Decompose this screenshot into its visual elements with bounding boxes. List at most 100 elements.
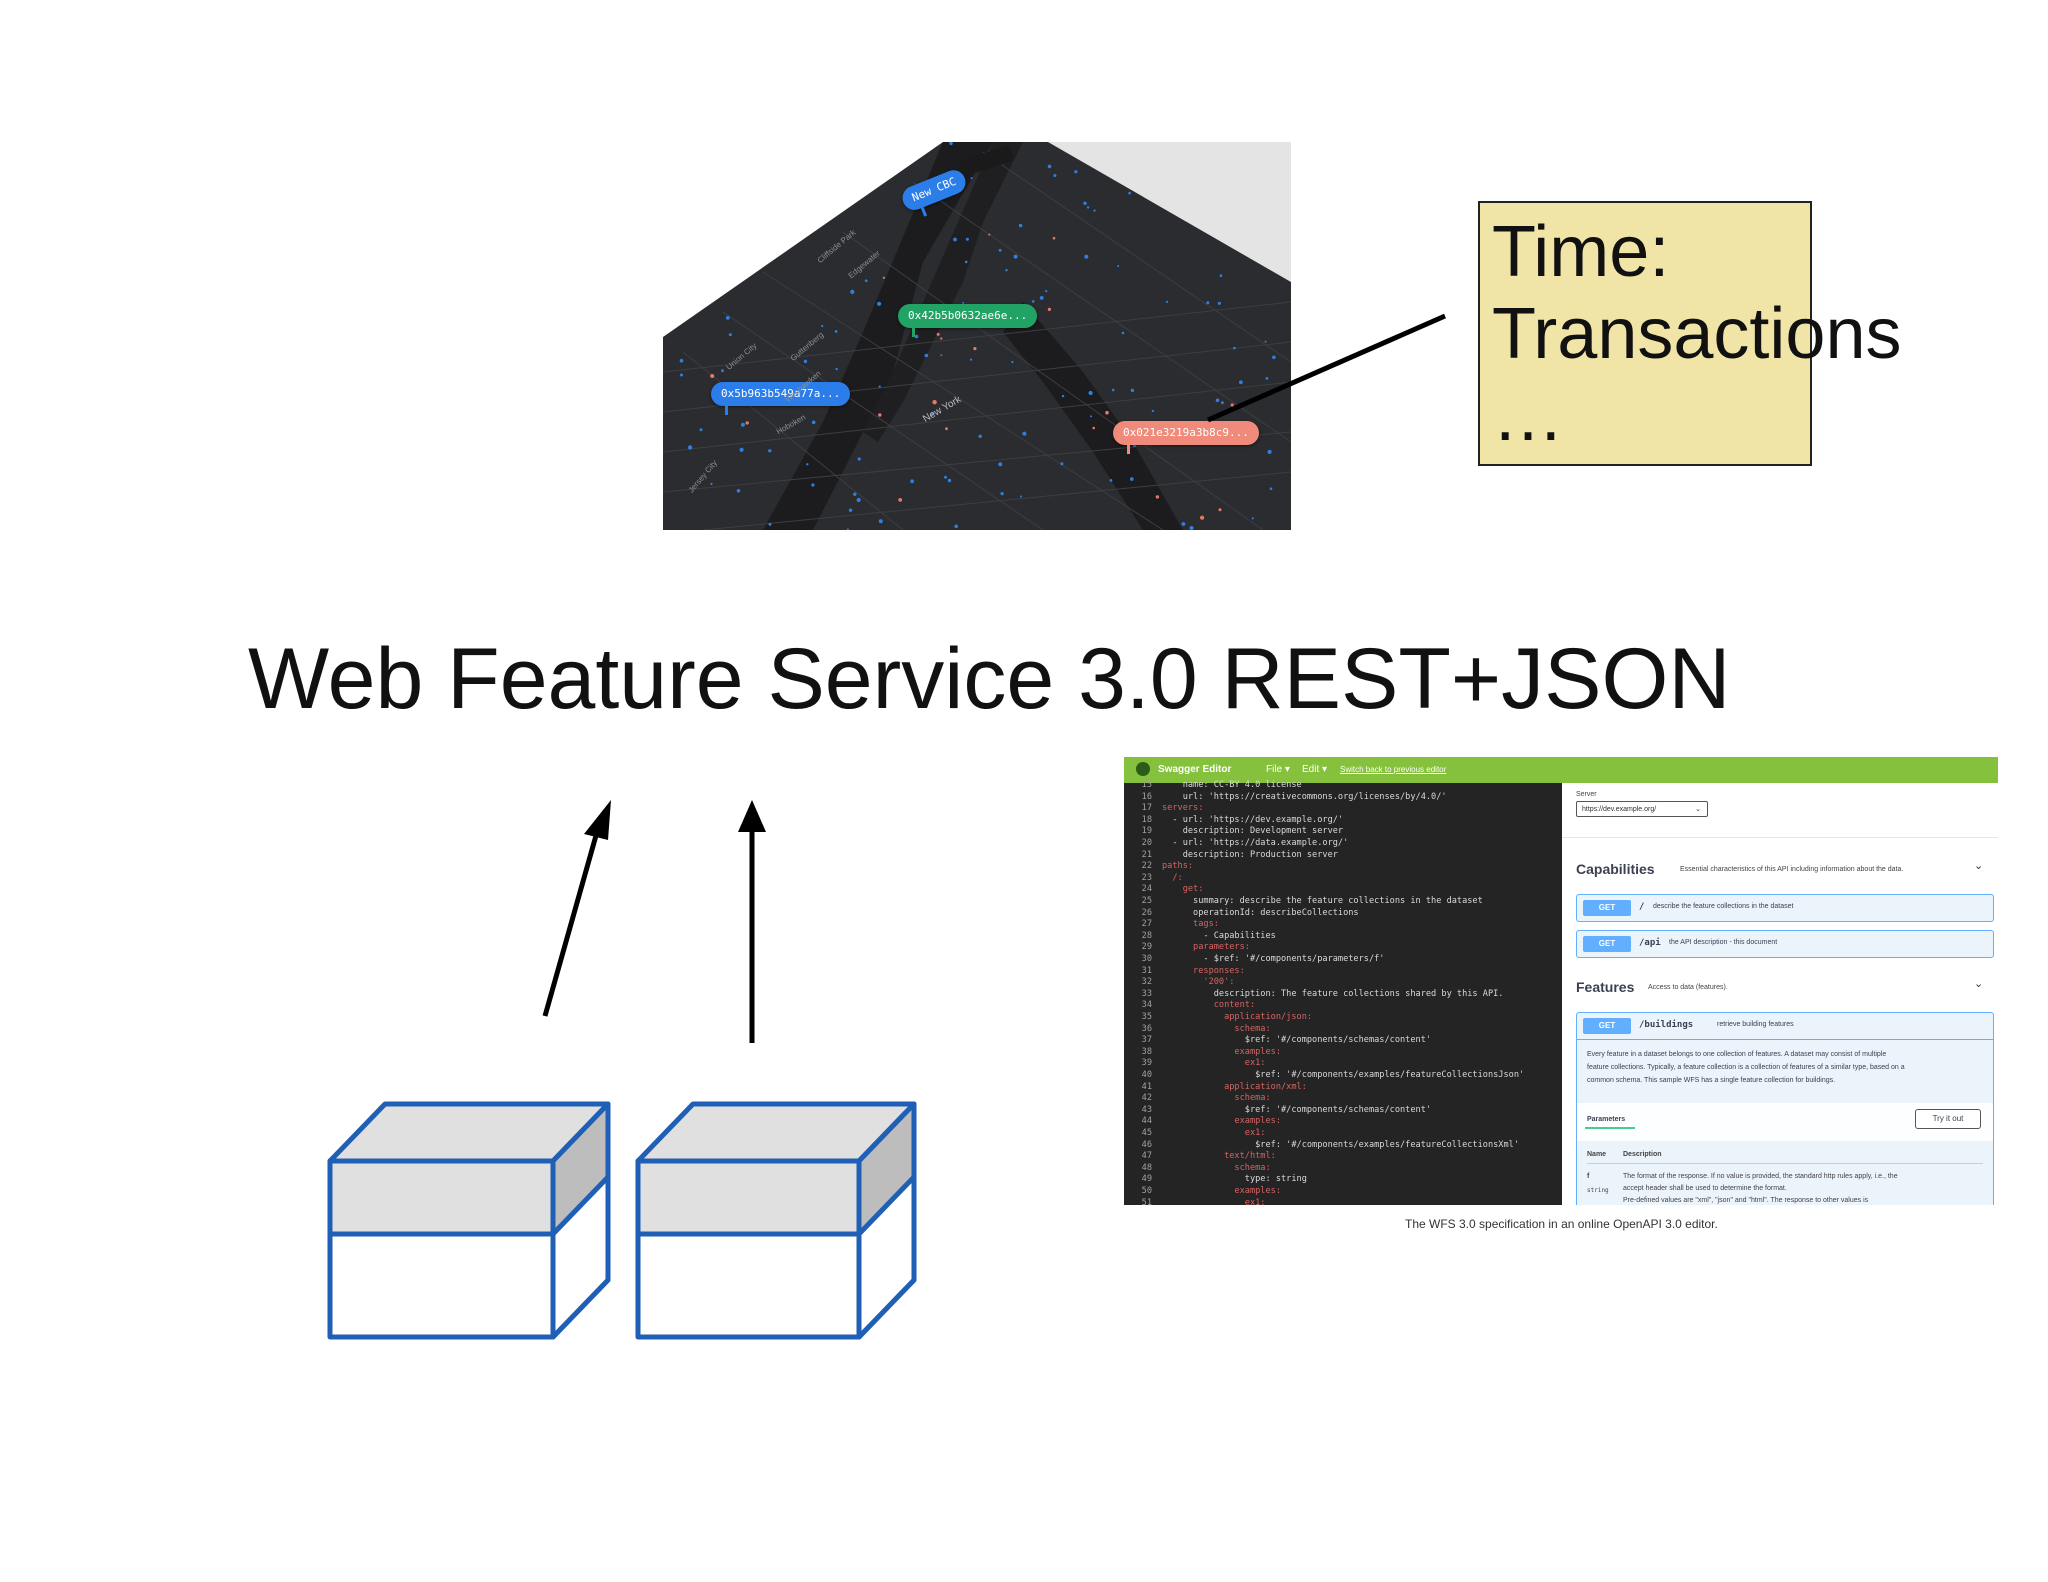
param-type: string — [1587, 1187, 1609, 1194]
capabilities-heading[interactable]: Capabilities — [1576, 861, 1655, 877]
swagger-logo-icon — [1136, 762, 1150, 776]
map-pin-blue-left[interactable]: 0x5b963b549a77a... — [711, 382, 851, 415]
code-text: - $ref: '#/components/parameters/f' — [1162, 954, 1385, 964]
code-text: responses: — [1162, 965, 1245, 976]
code-text: summary: describe the feature collection… — [1162, 896, 1483, 906]
line-number: 27 — [1141, 919, 1152, 930]
map-dot — [1230, 403, 1234, 407]
line-number: 35 — [1141, 1012, 1152, 1022]
code-text: $ref: '#/components/examples/featureColl… — [1162, 1139, 1519, 1150]
param-description-line: accept header shall be used to determine… — [1623, 1185, 1787, 1192]
operation-get-api[interactable]: GET /api the API description - this docu… — [1576, 930, 1994, 958]
code-line: 19 description: Development server — [1124, 825, 1343, 837]
map-pin-green[interactable]: 0x42b5b0632ae6e... — [898, 304, 1038, 337]
code-line: 34 content: — [1124, 999, 1256, 1011]
map-streets — [663, 151, 1291, 530]
arrow-left — [542, 800, 611, 1017]
line-number: 47 — [1141, 1151, 1152, 1162]
map-dot — [1105, 410, 1109, 415]
code-text: parameters: — [1162, 942, 1250, 953]
line-number: 33 — [1141, 988, 1152, 999]
code-text: description: Development server — [1162, 826, 1344, 837]
code-text: description: Production server — [1162, 849, 1338, 860]
map-dot — [834, 330, 838, 333]
line-number: 30 — [1141, 954, 1152, 964]
map-dot — [953, 237, 957, 242]
param-col-description: Description — [1623, 1151, 1662, 1158]
swagger-topbar: Swagger Editor File ▾ Edit ▾ Switch back… — [1124, 757, 1998, 783]
code-line: 45 ex1: — [1124, 1127, 1266, 1139]
map-screenshot: New CBC 0x42b5b0632ae6e... 0x5b963b549a7… — [663, 142, 1291, 530]
line-number: 50 — [1141, 1186, 1152, 1196]
map-dot — [1200, 515, 1205, 520]
operation-get-buildings[interactable]: GET /buildings retrieve building feature… — [1576, 1012, 1994, 1205]
method-badge: GET — [1583, 936, 1631, 952]
param-description-line: Pre-defined values are "xml", "json" and… — [1623, 1197, 1869, 1204]
map-dot — [1251, 517, 1254, 520]
code-line: 41 application/xml: — [1124, 1081, 1307, 1093]
line-number: 49 — [1141, 1174, 1152, 1185]
map-dot — [932, 400, 937, 405]
code-line: 48 schema: — [1124, 1162, 1271, 1174]
map-dot — [1233, 346, 1236, 350]
line-number: 36 — [1141, 1023, 1152, 1034]
map-dot — [806, 463, 809, 466]
line-number: 22 — [1141, 861, 1152, 872]
code-line: 49 type: string — [1124, 1173, 1307, 1185]
code-text: $ref: '#/components/schemas/content' — [1162, 1035, 1432, 1046]
map-dot — [944, 475, 947, 479]
code-line: 28 - Capabilities — [1124, 930, 1276, 942]
menu-file[interactable]: File ▾ — [1266, 764, 1290, 775]
menu-edit[interactable]: Edit ▾ — [1302, 764, 1328, 775]
map-dot — [1086, 206, 1090, 209]
map-dot — [1128, 191, 1131, 195]
line-number: 19 — [1141, 826, 1152, 837]
map-dot — [1013, 254, 1018, 259]
line-number: 16 — [1141, 791, 1152, 802]
map-dot — [954, 524, 958, 529]
map-dot — [1060, 462, 1064, 466]
map-dot — [1031, 300, 1035, 303]
features-heading[interactable]: Features — [1576, 979, 1635, 995]
code-line: 20 - url: 'https://data.example.org/' — [1124, 837, 1349, 849]
map-pin-salmon[interactable]: 0x021e3219a3b8c9... — [1113, 421, 1259, 454]
code-line: 23 /: — [1124, 872, 1183, 884]
operation-get-root[interactable]: GET / describe the feature collections i… — [1576, 894, 1994, 922]
map-dot — [680, 373, 683, 377]
code-line: 39 ex1: — [1124, 1057, 1266, 1069]
line-number: 29 — [1141, 942, 1152, 953]
swagger-docs-panel: Server https://dev.example.org/ ⌄ Capabi… — [1562, 783, 1998, 1205]
parameters-tab[interactable]: Parameters — [1587, 1116, 1626, 1123]
note-line-time: Time: — [1492, 212, 1670, 292]
map-dot — [1093, 209, 1096, 212]
line-number: 48 — [1141, 1162, 1152, 1173]
map-dot — [811, 420, 816, 425]
param-description-line: The format of the response. If no value … — [1623, 1173, 1898, 1180]
map-dot — [998, 248, 1002, 252]
chevron-down-icon[interactable]: ⌄ — [1974, 978, 1984, 990]
code-text: '200': — [1162, 977, 1235, 988]
map-dot — [857, 457, 861, 461]
map-dot — [949, 142, 953, 146]
line-number: 39 — [1141, 1058, 1152, 1069]
map-dot — [1047, 164, 1052, 169]
server-select[interactable]: https://dev.example.org/ ⌄ — [1576, 801, 1708, 817]
chevron-down-icon[interactable]: ⌄ — [1974, 860, 1984, 872]
map-dot — [821, 324, 824, 328]
operation-body-line: common schema. This sample WFS has a sin… — [1587, 1077, 1836, 1084]
code-line: 37 $ref: '#/components/schemas/content' — [1124, 1034, 1431, 1046]
map-dot — [853, 492, 857, 496]
map-dot — [936, 332, 940, 336]
map-activity-dots — [679, 142, 1276, 530]
map-dot — [1045, 290, 1048, 293]
switch-editor-link[interactable]: Switch back to previous editor — [1340, 765, 1447, 774]
try-it-out-button[interactable]: Try it out — [1915, 1109, 1981, 1129]
code-line: 21 description: Production server — [1124, 849, 1338, 861]
code-line: 32 '200': — [1124, 976, 1235, 988]
line-number: 43 — [1141, 1104, 1152, 1115]
code-text: content: — [1162, 1000, 1256, 1011]
code-text: operationId: describeCollections — [1162, 907, 1359, 918]
code-text: schema: — [1162, 1023, 1271, 1034]
code-text: paths: — [1162, 861, 1194, 872]
